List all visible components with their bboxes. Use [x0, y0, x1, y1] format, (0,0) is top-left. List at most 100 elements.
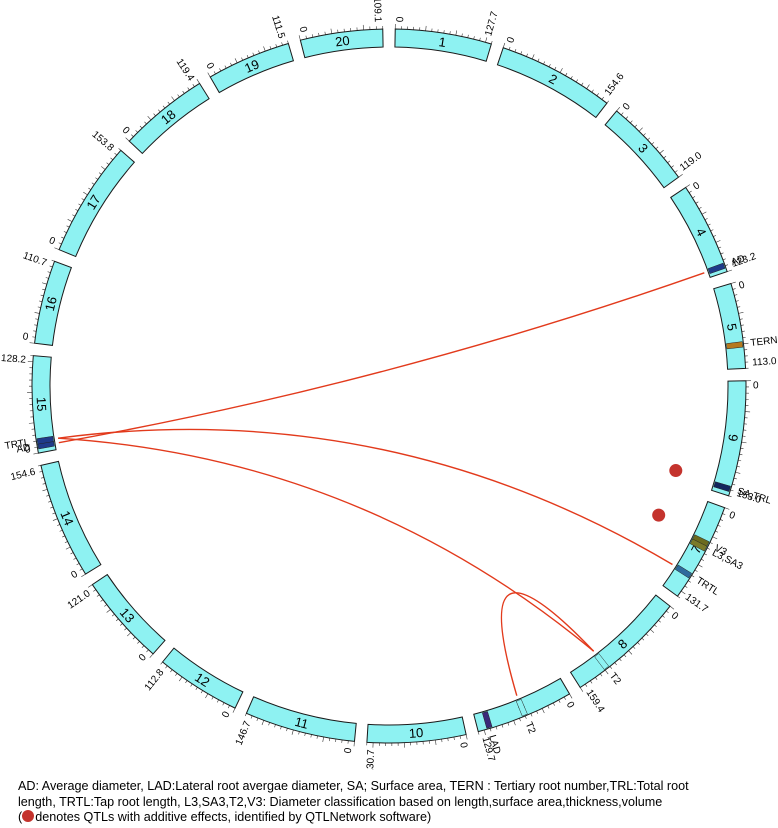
qtl-label: T2 [607, 671, 623, 687]
scale-tick [669, 605, 675, 610]
chromosome-label: 19 [242, 56, 261, 75]
scale-tick [659, 149, 664, 154]
chromosome-end-label: 128.2 [1, 353, 27, 366]
scale-tick [52, 518, 58, 521]
chromosome-block [91, 573, 166, 655]
chromosome-start-label: 0 [564, 700, 577, 711]
qtl-band [36, 435, 54, 445]
scale-tick [435, 739, 437, 745]
qtl-band [482, 711, 493, 729]
scale-tick [65, 546, 71, 550]
scale-tick [67, 219, 73, 222]
scale-tick [33, 452, 39, 455]
scale-tick [628, 650, 633, 655]
chromosome-start-label: 0 [669, 610, 681, 622]
scale-tick [685, 184, 691, 188]
scale-tick [697, 564, 703, 568]
chromosome-block [662, 500, 726, 597]
scale-tick [196, 79, 200, 84]
chromosome-start-label: 0 [727, 510, 737, 522]
scale-tick [569, 693, 573, 699]
chromosome-start-label: 0 [738, 280, 747, 292]
qtl-label: T2 [523, 720, 538, 735]
chromosome-end-label: 130.7 [365, 749, 377, 770]
chromosome-start-label: 0 [220, 709, 233, 719]
legend-open-paren: ( [18, 810, 23, 824]
scale-tick [579, 687, 584, 692]
chromosome-start-label: 0 [505, 35, 517, 44]
chromosome-block [209, 42, 295, 94]
legend-line-3: ( denotes QTLs with additive effects, ide… [18, 810, 763, 826]
qtl-link [58, 272, 705, 444]
chromosome-block [496, 47, 608, 119]
chromosome-end-label: 146.7 [234, 719, 254, 747]
chromosome-block [710, 380, 747, 497]
scale-tick [261, 720, 265, 726]
chromosome-start-label: 0 [621, 101, 633, 113]
scale-tick [330, 28, 333, 34]
scale-tick [604, 669, 609, 675]
scale-tick [638, 127, 643, 132]
legend-line-2: length, TRTL:Tap root length, L3,SA3,T2,… [18, 794, 663, 809]
scale-tick [715, 240, 721, 243]
scale-tick [730, 281, 736, 284]
link-layer [57, 272, 705, 696]
scale-tick [541, 708, 545, 714]
qtl-band [713, 481, 731, 492]
scale-tick [205, 693, 209, 699]
chromosome-block [161, 647, 244, 709]
qtl-link [500, 592, 595, 696]
chromosome-start-label: 0 [69, 569, 80, 582]
scale-tick [83, 191, 88, 196]
scale-tick [28, 422, 34, 424]
chromosome-start-label: 0 [120, 125, 132, 137]
legend: AD: Average diameter, LAD:Lateral root a… [18, 779, 763, 826]
qtl-band [707, 262, 726, 274]
legend-line-1: AD: Average diameter, LAD:Lateral root a… [18, 779, 689, 793]
qtl-label: AD [730, 253, 747, 268]
additive-effect-layer [652, 464, 683, 522]
chromosome-start-label: 0 [457, 741, 469, 749]
scale-tick [502, 42, 506, 48]
scale-tick [586, 84, 590, 89]
chromosome-label: 15 [34, 396, 50, 411]
scale-tick [616, 106, 621, 112]
chromosome-label: 17 [83, 192, 103, 212]
qtl-band [689, 538, 708, 552]
scale-tick [485, 37, 488, 43]
chromosome-end-label: 121.0 [66, 588, 93, 612]
chromosome-label: 20 [334, 33, 350, 50]
qtl-label: LAD [486, 734, 502, 756]
qtl-marker: TRTL [4, 435, 54, 452]
chromosome-start-label: 0 [137, 652, 149, 664]
scale-tick [54, 247, 60, 250]
scale-tick [42, 489, 48, 492]
scale-tick [735, 471, 741, 474]
scale-tick [701, 211, 707, 215]
scale-tick [29, 342, 35, 344]
scale-tick [727, 269, 733, 272]
chromosome-end-label: 110.7 [21, 250, 48, 269]
chromosome-end-label: 127.7 [483, 10, 501, 37]
chromosome-block [31, 355, 57, 454]
scale-tick [34, 312, 40, 314]
chromosome-start-label: 0 [22, 331, 29, 343]
scale-tick [232, 707, 236, 713]
scale-tick [207, 72, 211, 78]
legend-line-3-text: denotes QTLs with additive effects, iden… [35, 810, 432, 824]
scale-tick [738, 312, 744, 314]
chromosome-end-label: 153.8 [90, 129, 117, 154]
chromosome-block [394, 28, 492, 62]
scale-tick [531, 54, 535, 60]
chromosome-end-label: 154.6 [10, 467, 37, 484]
chromosome-start-label: 0 [753, 380, 759, 391]
